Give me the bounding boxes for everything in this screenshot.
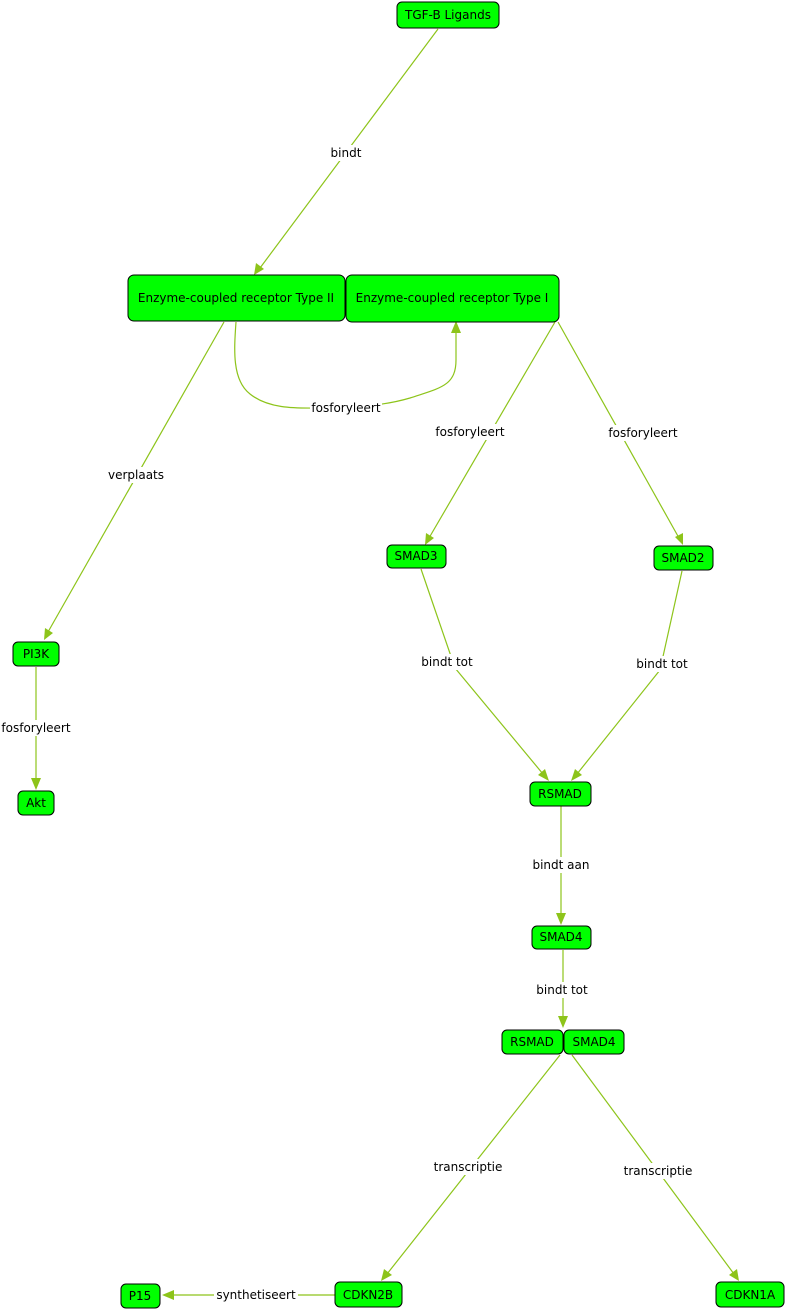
node-pi3k[interactable]: PI3K: [12, 641, 60, 667]
node-label: CDKN2B: [343, 1288, 393, 1302]
edge-receptor-ii-to-pi3k: verplaats: [44, 321, 225, 640]
node-cdkn2b[interactable]: CDKN2B: [334, 1281, 403, 1308]
edge-smad4-to-complex: bindt tot: [534, 950, 590, 1028]
edge-label-verplaats: verplaats: [108, 468, 164, 482]
edge-complex-to-cdkn2b: transcriptie: [381, 1054, 561, 1281]
edge-cdkn2b-to-p15: synthetiseert: [162, 1287, 335, 1303]
node-label: CDKN1A: [725, 1288, 776, 1302]
node-cdkn1a[interactable]: CDKN1A: [715, 1281, 785, 1308]
edge-smad3-to-rsmad: bindt tot: [419, 568, 549, 781]
edge-label-bindt-tot: bindt tot: [636, 657, 688, 671]
node-label: SMAD3: [394, 549, 437, 563]
node-complex-smad4[interactable]: SMAD4: [563, 1029, 625, 1055]
node-tgf-b-ligands[interactable]: TGF-B Ligands: [396, 1, 500, 29]
node-label: Akt: [26, 796, 46, 810]
edge-receptor-i-to-smad2: fosforyleert: [557, 321, 683, 545]
node-label: PI3K: [23, 647, 50, 661]
edge-rsmad-to-smad4: bindt aan: [529, 806, 593, 925]
node-label: RSMAD: [538, 787, 582, 801]
edge-label-transcriptie: transcriptie: [624, 1164, 693, 1178]
node-complex-rsmad[interactable]: RSMAD: [501, 1029, 564, 1055]
edge-pi3k-to-akt: fosforyleert: [0, 667, 72, 790]
node-p15[interactable]: P15: [120, 1283, 161, 1309]
node-label: SMAD4: [572, 1035, 615, 1049]
node-label: RSMAD: [510, 1035, 554, 1049]
edge-label-bindt-aan: bindt aan: [532, 858, 589, 872]
edge-label-fosforyleert: fosforyleert: [311, 401, 380, 415]
edge-receptor-i-to-smad3: fosforyleert: [425, 321, 556, 545]
edge-label-fosforyleert: fosforyleert: [435, 425, 504, 439]
edge-receptor-ii-to-receptor-i: fosforyleert: [234, 321, 461, 416]
edge-smad2-to-rsmad: bindt tot: [571, 570, 690, 781]
edge-label-bindt-tot: bindt tot: [421, 655, 473, 669]
node-rsmad[interactable]: RSMAD: [529, 781, 592, 807]
node-receptor-type-i[interactable]: Enzyme-coupled receptor Type I: [345, 274, 560, 323]
node-akt[interactable]: Akt: [17, 790, 55, 816]
edge-complex-to-cdkn1a: transcriptie: [571, 1054, 739, 1281]
node-label: SMAD2: [661, 551, 704, 565]
node-smad3[interactable]: SMAD3: [386, 544, 447, 569]
edge-label-fosforyleert: fosforyleert: [608, 426, 677, 440]
edge-tgf-to-receptor-type-ii: bindt: [254, 28, 439, 275]
node-label: SMAD4: [539, 930, 582, 944]
edge-label-transcriptie: transcriptie: [434, 1160, 503, 1174]
edge-label-bindt: bindt: [331, 146, 362, 160]
edge-label-bindt-tot: bindt tot: [536, 983, 588, 997]
edges: bindt fosforyleert fosforyleert fosforyl…: [0, 28, 739, 1303]
node-label: Enzyme-coupled receptor Type II: [138, 291, 334, 305]
edge-label-fosforyleert: fosforyleert: [1, 721, 70, 735]
edge-label-synthetiseert: synthetiseert: [216, 1288, 296, 1302]
node-smad2[interactable]: SMAD2: [653, 545, 714, 571]
node-smad4[interactable]: SMAD4: [531, 925, 592, 950]
node-label: P15: [129, 1289, 152, 1303]
nodes: TGF-B Ligands Enzyme-coupled receptor Ty…: [12, 1, 785, 1309]
node-label: TGF-B Ligands: [404, 8, 491, 22]
node-receptor-type-ii[interactable]: Enzyme-coupled receptor Type II: [127, 274, 346, 322]
node-label: Enzyme-coupled receptor Type I: [356, 291, 549, 305]
